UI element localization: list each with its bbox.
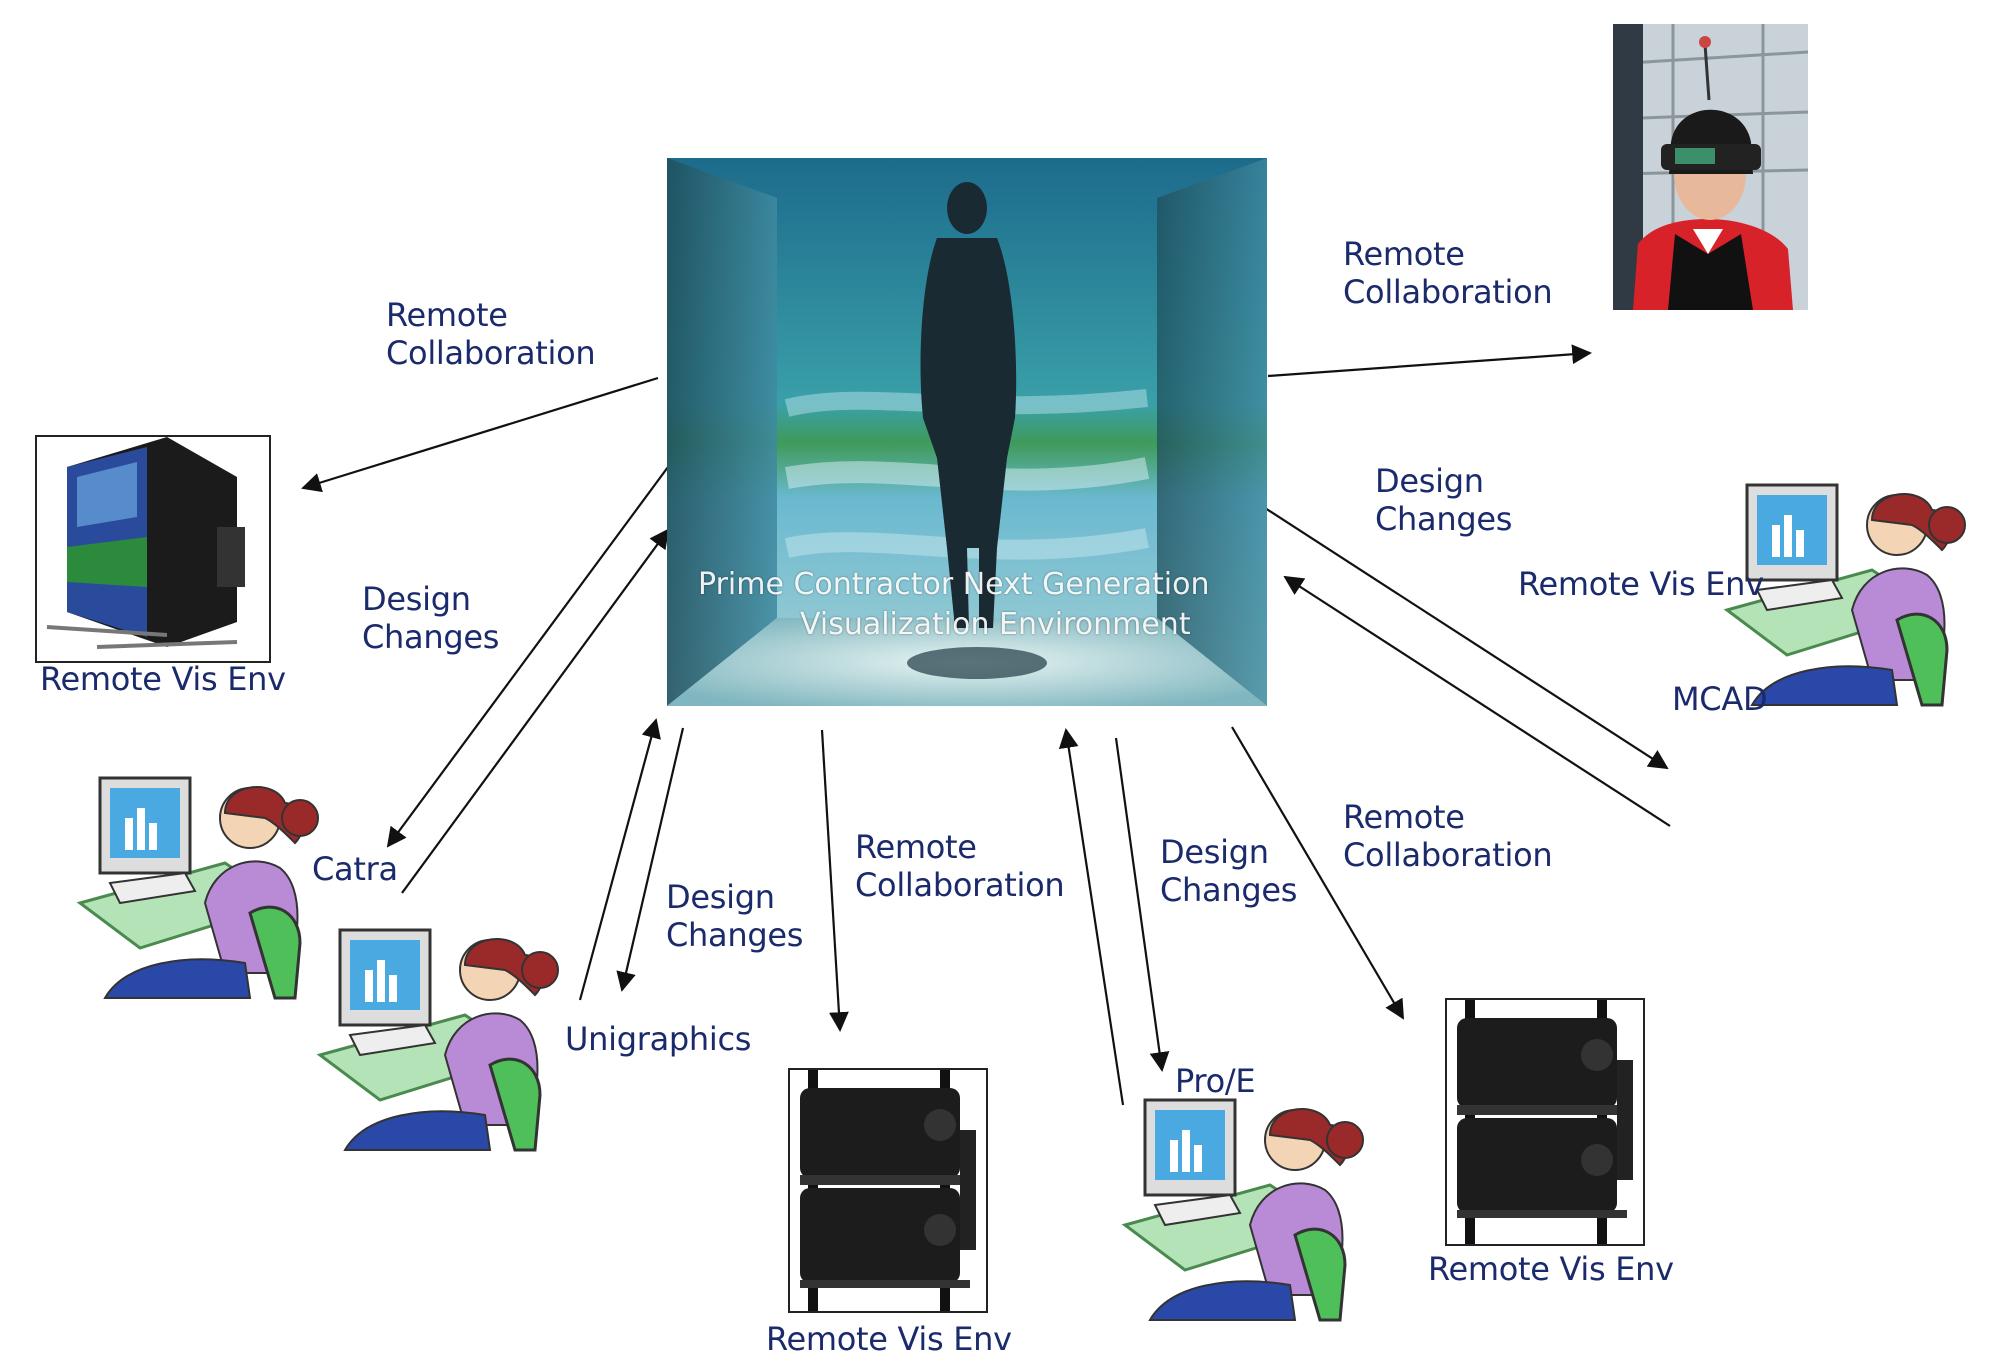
projector-screen-icon xyxy=(35,435,271,663)
arrow-down-to-proe xyxy=(1114,737,1170,1072)
remote-vis-env-bottom-mid-label: Remote Vis Env xyxy=(766,1320,1012,1358)
center-visualization-image xyxy=(667,158,1267,706)
unigraphics-label: Unigraphics xyxy=(565,1020,752,1058)
remote-vis-env-right-label: Remote Vis Env xyxy=(1518,565,1764,603)
arrow-to-mcad xyxy=(1264,507,1669,770)
center-caption-line2: Visualization Environment xyxy=(800,607,1191,642)
arrow-to-left-vis xyxy=(301,376,659,493)
projector-rack-icon-bottom-mid xyxy=(788,1068,988,1313)
projector-rack-icon-bottom-right xyxy=(1445,998,1645,1246)
arrow-to-catra xyxy=(386,466,669,848)
arrow-down-to-unigraphics xyxy=(616,727,685,992)
arrow-to-bottom-right-vis xyxy=(1231,726,1405,1020)
remote-vis-env-bottom-right-label: Remote Vis Env xyxy=(1428,1250,1674,1288)
arrow-to-hmd xyxy=(1267,344,1592,378)
arrow-to-bottom-mid-vis xyxy=(820,729,849,1032)
catra-label: Catra xyxy=(312,850,398,888)
arrow-up-from-proe xyxy=(1058,728,1125,1106)
remote-vis-env-left-label: Remote Vis Env xyxy=(40,660,286,698)
proe-label: Pro/E xyxy=(1175,1062,1256,1100)
center-caption-line1: Prime Contractor Next Generation xyxy=(698,567,1210,602)
workstation-user-icon-mcad xyxy=(1722,480,1972,710)
workstation-user-icon-catra xyxy=(75,773,325,1003)
workstation-user-icon-unigraphics xyxy=(315,925,565,1155)
workstation-user-icon-proe xyxy=(1120,1095,1370,1325)
arrow-from-mcad xyxy=(1283,575,1671,827)
arrow-up-from-unigraphics xyxy=(578,718,661,1001)
arrow-from-unigraphics-up xyxy=(401,528,670,894)
hmd-user-icon xyxy=(1613,24,1808,310)
mcad-label: MCAD xyxy=(1672,680,1768,718)
person-silhouette xyxy=(920,182,1017,628)
